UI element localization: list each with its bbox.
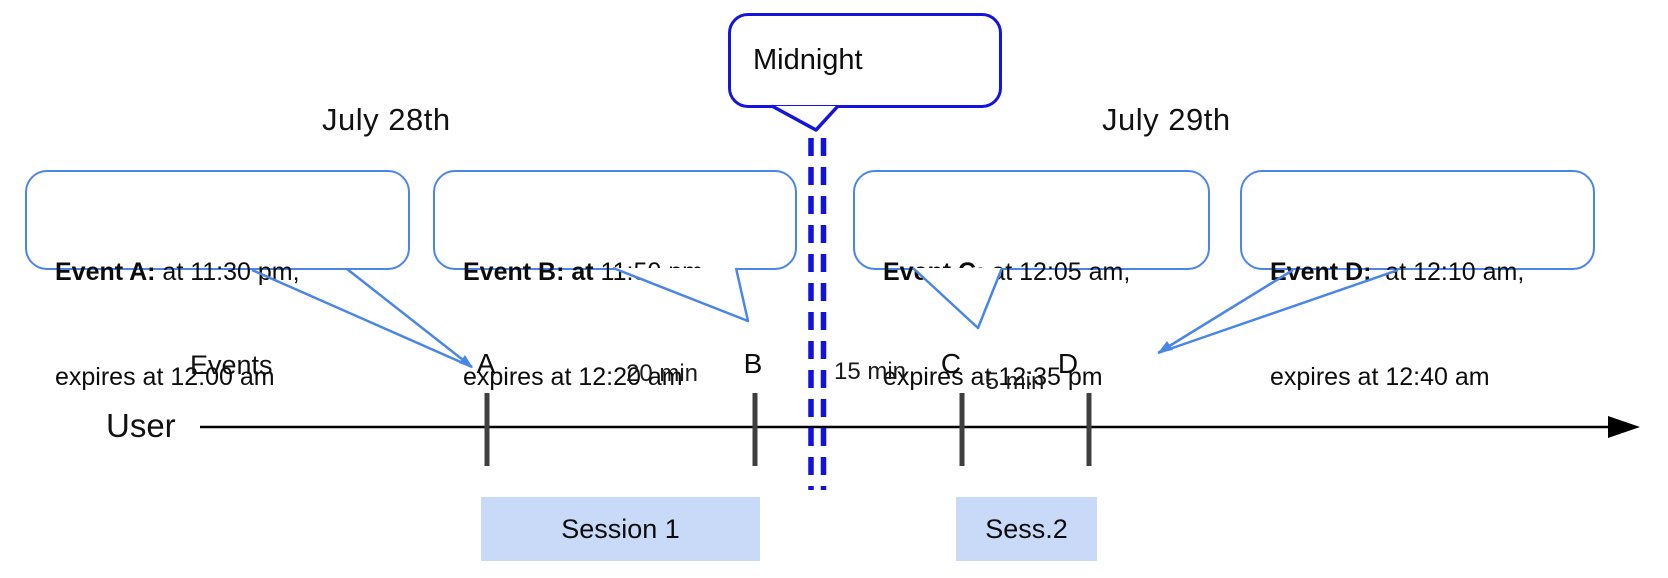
tick-label-a: A	[476, 348, 496, 379]
event-b-callout: Event B: at 11:50 pm, expires at 12:20 a…	[433, 170, 797, 391]
event-a-callout: Event A: at 11:30 pm, expires at 12:00 a…	[25, 170, 410, 391]
date-day2: July 29th	[1102, 102, 1231, 137]
event-d-expiry: expires at 12:40 am	[1270, 363, 1490, 391]
interval-20min: 20 min	[625, 360, 699, 387]
event-c-time: at 12:05 am,	[984, 258, 1131, 286]
tick-label-d: D	[1057, 348, 1079, 379]
event-d-line1: Event D: at 12:10 am,	[1270, 255, 1585, 290]
event-a-text: Event A: at 11:30 pm, expires at 12:00 a…	[27, 172, 408, 465]
event-d-text: Event D: at 12:10 am, expires at 12:40 a…	[1242, 172, 1593, 465]
interval-5min: 5 min	[985, 368, 1045, 395]
midnight-label: Midnight	[753, 44, 863, 76]
midnight-callout-tail	[771, 104, 840, 132]
event-d-title: Event D:	[1270, 258, 1372, 286]
event-a-title: Event A:	[55, 258, 156, 286]
tick-label-b: B	[743, 348, 763, 379]
date-day1: July 28th	[322, 102, 451, 137]
event-c-expiry: expires at 12:35 pm	[883, 363, 1103, 391]
event-b-text: Event B: at 11:50 pm, expires at 12:20 a…	[435, 172, 795, 465]
event-a-line1: Event A: at 11:30 pm,	[55, 255, 400, 290]
interval-15min: 15 min	[833, 358, 907, 385]
user-axis-label: User	[106, 407, 176, 444]
midnight-callout: Midnight	[728, 13, 1002, 108]
session-2-box: Sess.2	[956, 497, 1097, 561]
tick-label-c: C	[940, 348, 962, 379]
session-1-box: Session 1	[481, 497, 760, 561]
event-a-time: at 11:30 pm,	[155, 258, 300, 286]
event-b-title: Event B: at	[463, 258, 594, 286]
events-row-label: Events	[190, 350, 273, 380]
event-b-time: 11:50 pm,	[593, 258, 710, 286]
event-c-line1: Event C: at 12:05 am,	[883, 255, 1200, 290]
timeline-arrowhead-icon	[1608, 416, 1640, 438]
event-c-callout: Event C: at 12:05 am, expires at 12:35 p…	[853, 170, 1210, 391]
event-c-title: Event C:	[883, 258, 985, 286]
event-d-callout: Event D: at 12:10 am, expires at 12:40 a…	[1240, 170, 1595, 391]
event-d-time: at 12:10 am,	[1371, 258, 1525, 286]
event-c-text: Event C: at 12:05 am, expires at 12:35 p…	[855, 172, 1208, 465]
event-b-line1: Event B: at 11:50 pm,	[463, 255, 787, 290]
event-b-expiry: expires at 12:20 am	[463, 363, 683, 391]
